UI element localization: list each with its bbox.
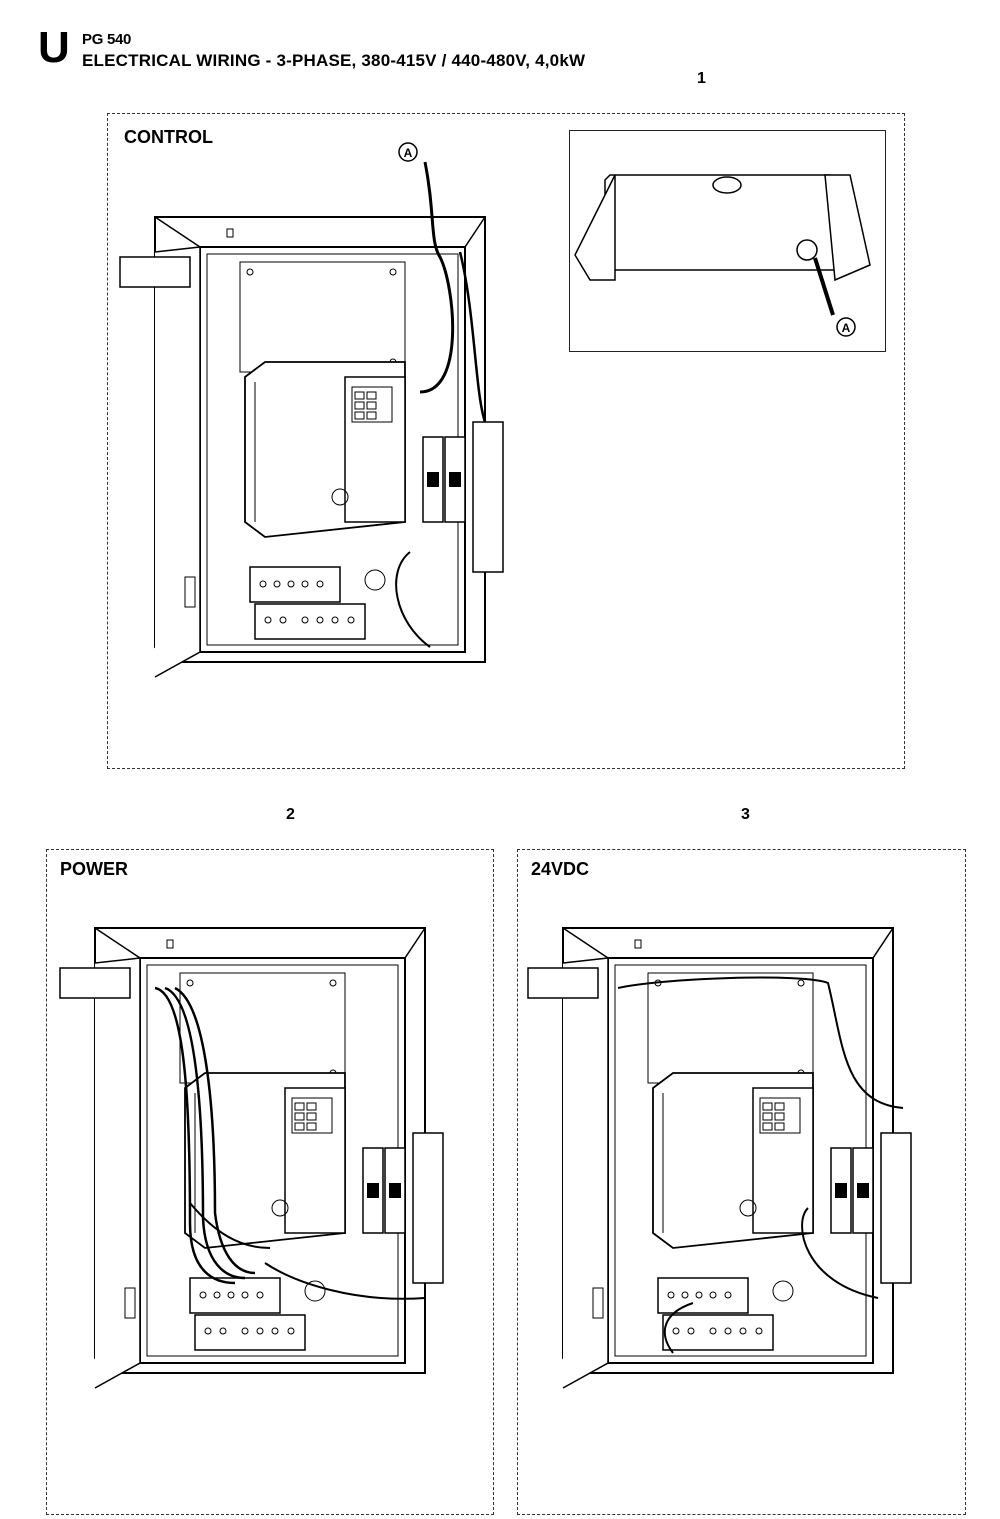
inset-connector-tag: A: [842, 321, 851, 335]
control-panel: [107, 113, 905, 769]
callout-2: 2: [286, 806, 295, 823]
control-panel-label: CONTROL: [124, 127, 213, 147]
power-panel-label: POWER: [60, 859, 129, 879]
dc-panel: [517, 849, 966, 1515]
control-connector-tag: A: [404, 146, 413, 160]
power-panel: [46, 849, 494, 1515]
callout-3: 3: [741, 806, 750, 823]
model-name: PG 540: [82, 31, 132, 48]
page-title: ELECTRICAL WIRING - 3-PHASE, 380-415V / …: [82, 51, 586, 70]
dc-panel-label: 24VDC: [531, 859, 590, 879]
callout-1: 1: [697, 70, 706, 87]
section-letter: U: [38, 23, 70, 72]
